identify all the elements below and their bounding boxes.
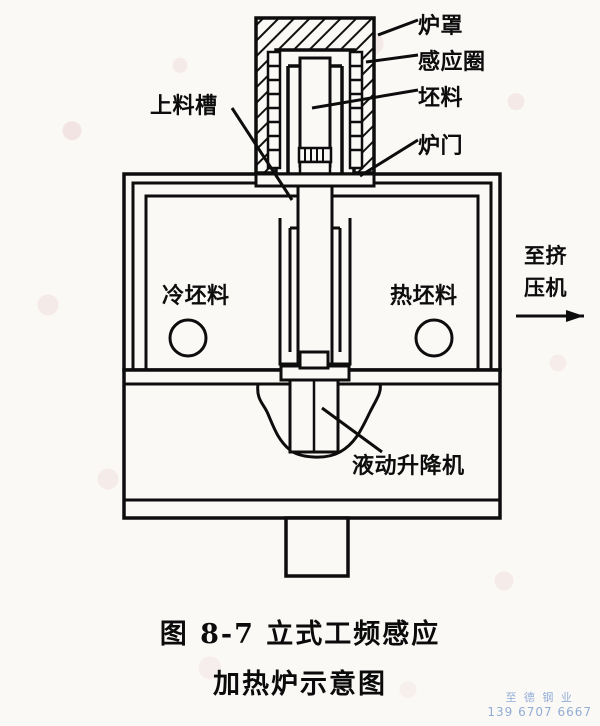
hydraulic-lift-group [279,350,351,454]
label-cold-billet: 冷坯料 [162,284,230,309]
to-extruder-arrow [516,310,584,322]
label-furnace-hood: 炉罩 [418,14,464,39]
induction-coil-left [266,50,282,170]
label-induction-coil: 感应圈 [418,50,486,75]
pedestal [284,516,350,578]
furnace-door-group [254,172,376,188]
label-billet: 坯料 [418,86,464,111]
leader-hydraulic-lift [321,406,383,454]
roller-left [168,318,208,358]
label-to-extruder-line2: 压机 [524,276,567,300]
leader-coil [365,53,419,64]
leader-hood [377,18,419,37]
label-feed-chute: 上料槽 [150,94,218,119]
label-hot-billet: 热坯料 [390,284,458,309]
leader-lines [230,18,419,454]
billet-base-block [297,146,333,176]
furnace-hood-group [254,16,376,176]
watermark: 至 德 钢 业 139 6707 6667 [487,690,592,720]
figure-caption-line2: 加热炉示意图 [213,669,387,700]
leader-billet [311,88,419,110]
leader-furnace-door [359,138,419,178]
label-to-extruder-line1: 至挤 [524,244,567,268]
label-hydraulic-lift: 液动升降机 [352,454,465,479]
watermark-phone: 139 6707 6667 [487,705,592,719]
roller-right [414,318,454,358]
induction-coil-right [348,50,364,170]
feed-chute-column [278,184,352,378]
leader-feed-chute [230,107,294,201]
figure-caption-line1: 图 8-7 立式工频感应 [159,619,441,650]
label-furnace-door: 炉门 [418,134,464,159]
watermark-company: 至 德 钢 业 [505,691,574,704]
